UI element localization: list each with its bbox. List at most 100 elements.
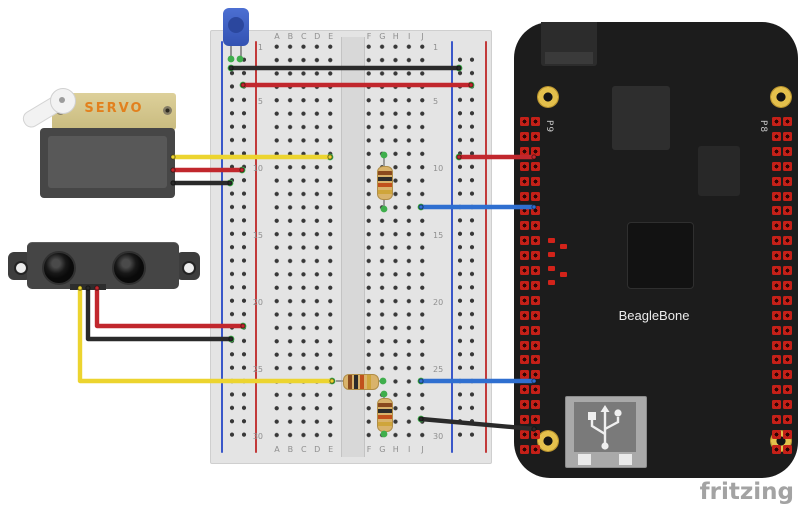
header-pin-p8[interactable] — [783, 266, 792, 275]
header-pin-p9[interactable] — [520, 385, 529, 395]
header-pin-p9[interactable] — [531, 206, 540, 216]
header-pin-p9[interactable] — [531, 131, 540, 141]
header-pin-p9[interactable] — [520, 161, 529, 171]
header-pin-p8[interactable] — [783, 280, 792, 290]
header-pin-p9[interactable] — [520, 206, 529, 216]
header-pin-p9[interactable] — [520, 191, 529, 201]
header-pin-p9[interactable] — [531, 266, 540, 275]
header-pin-p8[interactable] — [772, 221, 781, 231]
header-pin-p9[interactable] — [531, 236, 540, 246]
header-pin-p9[interactable] — [520, 340, 529, 350]
header-pin-p9[interactable] — [520, 355, 529, 365]
header-pin-p8[interactable] — [783, 370, 792, 380]
ir-distance-sensor[interactable] — [8, 240, 200, 290]
header-pin-p8[interactable] — [783, 206, 792, 216]
header-pin-p9[interactable] — [520, 236, 529, 246]
header-pin-p8[interactable] — [783, 325, 792, 335]
header-pin-p8[interactable] — [772, 310, 781, 320]
power-rail-holes-left[interactable] — [226, 53, 250, 443]
header-pin-p8[interactable] — [783, 221, 792, 231]
header-pin-p8[interactable] — [783, 236, 792, 246]
header-pin-p9[interactable] — [531, 400, 540, 410]
header-pin-p8[interactable] — [783, 444, 792, 454]
header-pin-p8[interactable] — [772, 161, 781, 171]
header-pin-p8[interactable] — [783, 355, 792, 365]
header-pin-p8[interactable] — [772, 236, 781, 246]
header-pin-p9[interactable] — [531, 191, 540, 201]
header-pin-p8[interactable] — [772, 206, 781, 216]
header-pin-p9[interactable] — [531, 325, 540, 335]
header-pin-p8[interactable] — [772, 429, 781, 439]
header-pin-p9[interactable] — [531, 310, 540, 320]
header-pin-p8[interactable] — [772, 280, 781, 290]
header-pin-p9[interactable] — [520, 415, 529, 424]
header-pin-p8[interactable] — [783, 117, 792, 126]
trimmer-capacitor[interactable] — [221, 8, 251, 62]
header-pin-p8[interactable] — [772, 251, 781, 261]
header-pin-p9[interactable] — [531, 251, 540, 261]
header-pin-p8[interactable] — [783, 415, 792, 424]
header-pin-p8[interactable] — [783, 251, 792, 261]
header-pin-p9[interactable] — [520, 176, 529, 186]
header-pin-p8[interactable] — [783, 161, 792, 171]
header-pin-p9[interactable] — [531, 370, 540, 380]
header-pin-p8[interactable] — [772, 444, 781, 454]
header-pin-p9[interactable] — [520, 266, 529, 275]
header-pin-p8[interactable] — [783, 385, 792, 395]
power-rail-holes-right[interactable] — [454, 53, 478, 443]
header-pin-p9[interactable] — [520, 131, 529, 141]
header-pin-p8[interactable] — [772, 370, 781, 380]
header-pin-p8[interactable] — [772, 191, 781, 201]
header-pin-p8[interactable] — [772, 385, 781, 395]
header-pin-p8[interactable] — [783, 146, 792, 156]
header-pin-p9[interactable] — [520, 251, 529, 261]
header-pin-p8[interactable] — [783, 131, 792, 141]
header-pin-p8[interactable] — [772, 176, 781, 186]
header-pin-p9[interactable] — [520, 221, 529, 231]
wire-ground-black-lower[interactable] — [418, 416, 537, 432]
wire-ir-ground-black[interactable] — [85, 285, 234, 342]
header-pin-p8[interactable] — [783, 340, 792, 350]
header-pin-p8[interactable] — [772, 117, 781, 126]
header-pin-p8[interactable] — [783, 429, 792, 439]
header-pin-p9[interactable] — [531, 146, 540, 156]
header-pin-p9[interactable] — [520, 429, 529, 439]
header-pin-p9[interactable] — [520, 400, 529, 410]
header-pin-p9[interactable] — [531, 444, 540, 454]
header-pin-p8[interactable] — [783, 191, 792, 201]
header-pin-p9[interactable] — [520, 370, 529, 380]
header-pin-p8[interactable] — [783, 176, 792, 186]
servo-motor[interactable]: SERVO — [19, 70, 180, 200]
header-pin-p8[interactable] — [772, 266, 781, 275]
header-pin-p8[interactable] — [783, 400, 792, 410]
header-pin-p9[interactable] — [520, 325, 529, 335]
header-pin-p8[interactable] — [772, 340, 781, 350]
header-pin-p8[interactable] — [772, 325, 781, 335]
header-pin-p9[interactable] — [531, 280, 540, 290]
header-pin-p9[interactable] — [520, 295, 529, 305]
header-pin-p9[interactable] — [531, 340, 540, 350]
header-pin-p9[interactable] — [531, 295, 540, 305]
header-pin-p8[interactable] — [783, 295, 792, 305]
header-pin-p9[interactable] — [531, 117, 540, 126]
terminal-holes-left[interactable] — [270, 40, 337, 443]
header-pin-p8[interactable] — [772, 146, 781, 156]
header-pin-p9[interactable] — [531, 355, 540, 365]
header-pin-p9[interactable] — [520, 444, 529, 454]
header-pin-p8[interactable] — [772, 355, 781, 365]
header-pin-p9[interactable] — [531, 176, 540, 186]
beaglebone-board[interactable]: P9 P8 BeagleBone — [514, 22, 798, 478]
header-pin-p8[interactable] — [783, 310, 792, 320]
header-pin-p9[interactable] — [520, 117, 529, 126]
wire-ir-signal-yellow[interactable] — [77, 285, 335, 384]
header-pin-p8[interactable] — [772, 415, 781, 424]
header-pin-p9[interactable] — [531, 221, 540, 231]
header-pin-p9[interactable] — [531, 429, 540, 439]
header-pin-p9[interactable] — [531, 415, 540, 424]
header-pin-p9[interactable] — [520, 280, 529, 290]
header-pin-p9[interactable] — [531, 385, 540, 395]
header-pin-p9[interactable] — [520, 146, 529, 156]
header-pin-p8[interactable] — [772, 400, 781, 410]
header-pin-p9[interactable] — [531, 161, 540, 171]
